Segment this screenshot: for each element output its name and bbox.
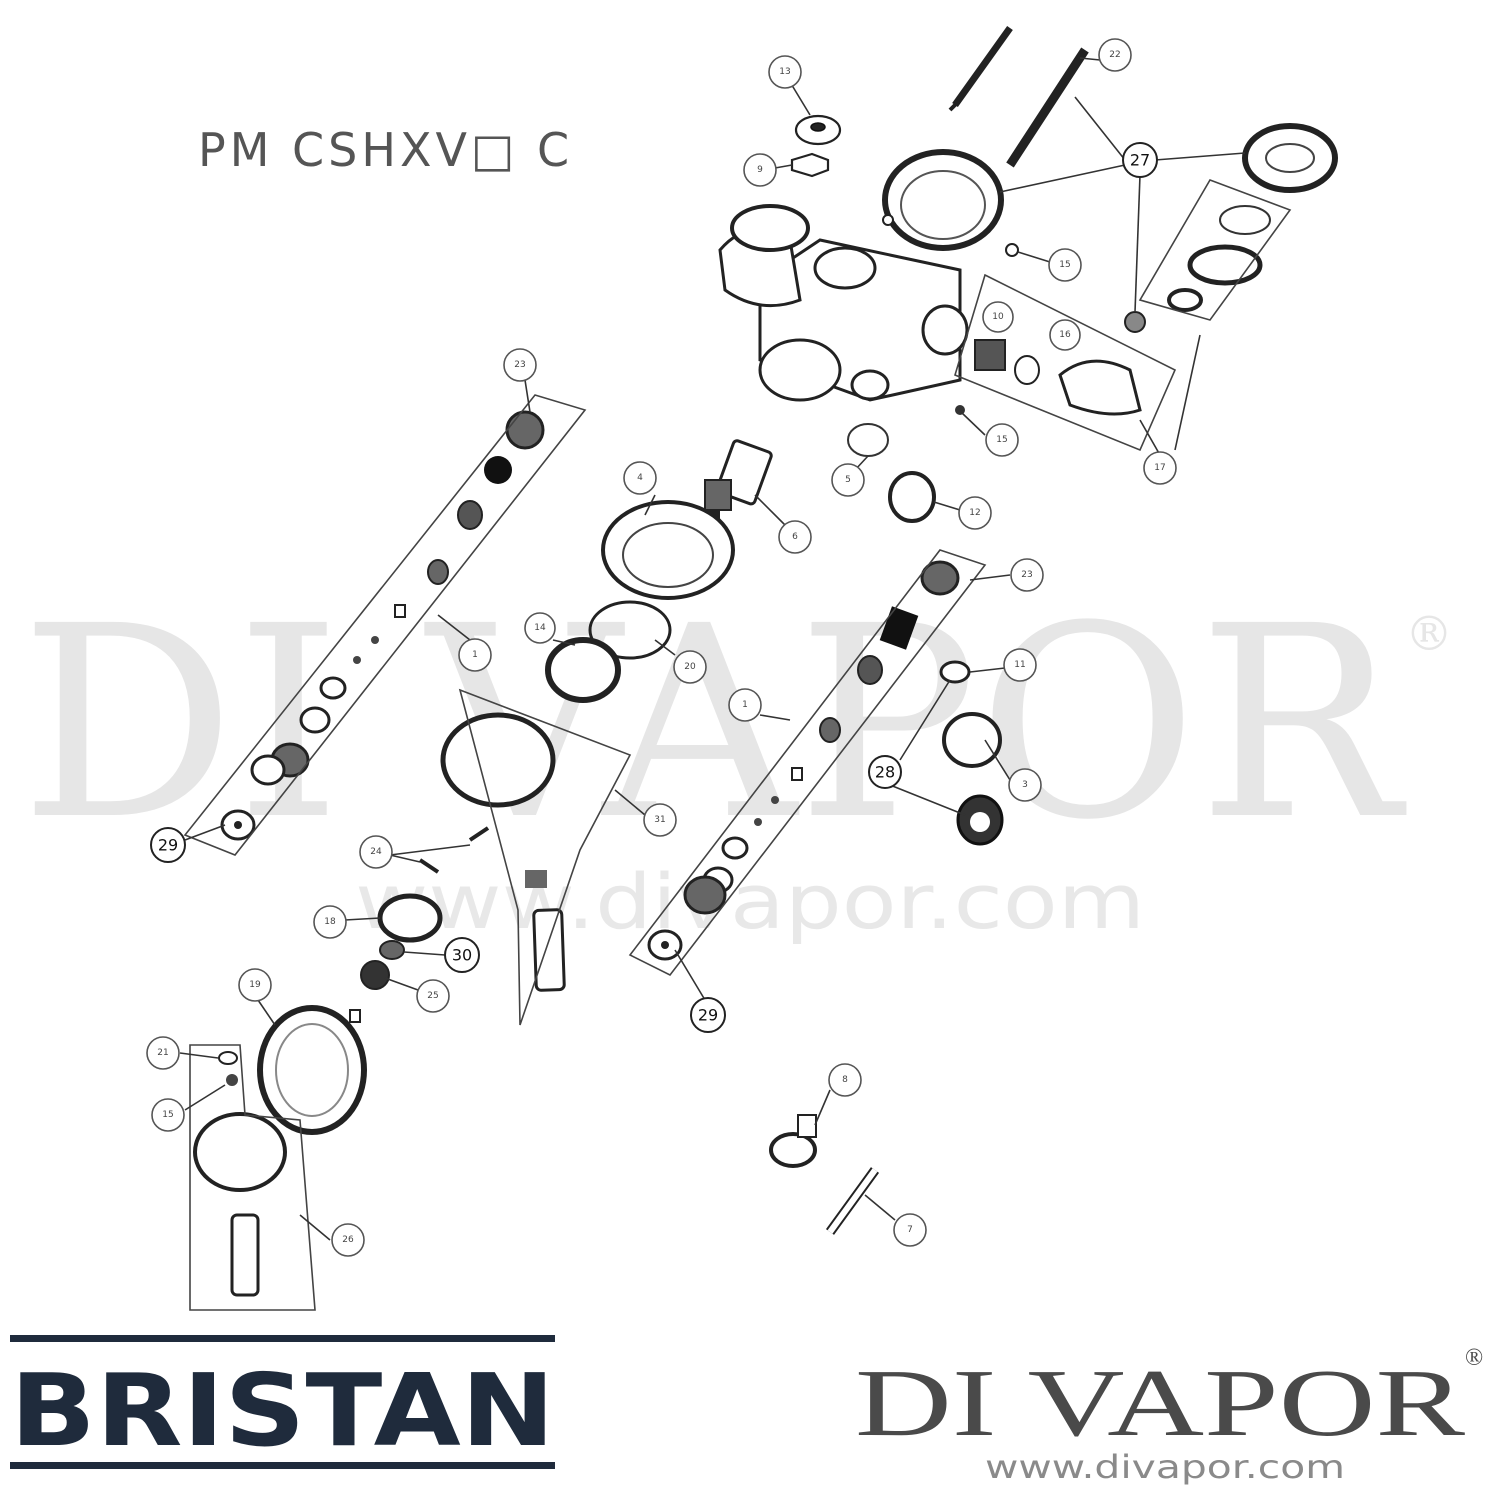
callout-25: 25: [416, 979, 450, 1013]
svg-text:23: 23: [1021, 570, 1032, 580]
group-boxes: [183, 179, 1292, 1311]
model-code: PM CSHXV□ C: [198, 123, 573, 177]
hex-nut-part-9: [790, 152, 830, 178]
callout-28: 28: [868, 755, 902, 789]
callout-21: 21: [146, 1036, 180, 1070]
svg-text:3: 3: [1022, 780, 1028, 790]
callout-5: 5: [831, 463, 865, 497]
spindle-part-22: [948, 25, 1089, 168]
svg-text:6: 6: [792, 532, 798, 542]
callout-19: 19: [238, 968, 272, 1002]
flange-ring-part-27: [882, 149, 1004, 251]
callout-30: 30: [444, 937, 480, 973]
callout-6: 6: [778, 520, 812, 554]
callout-29-right: 29: [690, 997, 726, 1033]
callout-9: 9: [743, 153, 777, 187]
svg-text:8: 8: [842, 1075, 848, 1085]
callout-15-mid: 15: [985, 423, 1019, 457]
callout-17: 17: [1143, 451, 1177, 485]
svg-text:27: 27: [1130, 151, 1150, 170]
callout-11: 11: [1003, 648, 1037, 682]
right-cartridge-assembly: [647, 560, 960, 961]
group-box-ring: [1138, 179, 1292, 321]
callout-15-top: 15: [1048, 248, 1082, 282]
callout-20: 20: [673, 650, 707, 684]
svg-text:15: 15: [996, 435, 1007, 445]
svg-text:21: 21: [157, 1048, 168, 1058]
svg-text:29: 29: [698, 1006, 718, 1025]
callout-27: 27: [1122, 142, 1158, 178]
svg-text:1: 1: [472, 650, 478, 660]
svg-text:5: 5: [845, 475, 851, 485]
bristan-wordmark: BRISTAN: [10, 1352, 555, 1469]
watermark-registered: ®: [1405, 606, 1453, 662]
callout-3: 3: [1008, 768, 1042, 802]
callout-22: 22: [1098, 38, 1132, 72]
group-box-lever: [458, 688, 632, 1026]
svg-text:15: 15: [1059, 260, 1070, 270]
callout-10: 10: [982, 301, 1014, 333]
left-cartridge-assembly: [220, 410, 545, 841]
callout-13: 13: [768, 55, 802, 89]
callout-23-right: 23: [1010, 558, 1044, 592]
divapor-wordmark: DI VAPOR: [855, 1349, 1465, 1456]
valve-body: [718, 204, 969, 402]
svg-text:20: 20: [684, 662, 696, 672]
svg-text:28: 28: [875, 763, 895, 782]
divapor-logo: DI VAPOR ® www.divapor.com: [855, 1345, 1483, 1486]
svg-text:22: 22: [1109, 50, 1120, 60]
svg-text:13: 13: [779, 67, 790, 77]
callout-14: 14: [524, 612, 556, 644]
svg-text:26: 26: [342, 1235, 354, 1245]
group-box-elbow: [954, 273, 1177, 452]
svg-text:12: 12: [969, 508, 980, 518]
callout-12: 12: [958, 496, 992, 530]
callout-18: 18: [313, 905, 347, 939]
svg-text:11: 11: [1014, 660, 1025, 670]
svg-text:7: 7: [907, 1225, 913, 1235]
svg-text:4: 4: [637, 473, 643, 483]
svg-text:10: 10: [992, 312, 1004, 322]
callout-4: 4: [623, 461, 657, 495]
group-box-right: [628, 549, 987, 977]
callout-29-left: 29: [150, 827, 186, 863]
callout-26: 26: [331, 1223, 365, 1257]
callout-31: 31: [643, 803, 677, 837]
svg-text:14: 14: [534, 623, 546, 633]
svg-text:23: 23: [514, 360, 525, 370]
svg-text:15: 15: [162, 1110, 173, 1120]
parts: [193, 25, 1338, 1297]
svg-text:31: 31: [654, 815, 665, 825]
divapor-url: www.divapor.com: [985, 1448, 1345, 1486]
svg-text:9: 9: [757, 165, 763, 175]
bristan-logo: BRISTAN: [10, 1335, 555, 1469]
callout-24: 24: [359, 835, 393, 869]
callout-16: 16: [1049, 319, 1081, 351]
callout-8: 8: [828, 1063, 862, 1097]
callout-23-left: 23: [503, 348, 537, 382]
divapor-registered: ®: [1465, 1345, 1483, 1371]
group-box-left: [183, 394, 587, 856]
callout-1-right: 1: [728, 688, 762, 722]
svg-text:25: 25: [427, 991, 438, 1001]
svg-text:1: 1: [742, 700, 748, 710]
elbow-assembly: [974, 339, 1142, 416]
group-box-handle: [189, 1044, 316, 1311]
svg-text:16: 16: [1059, 330, 1071, 340]
callout-15-bottom: 15: [151, 1098, 185, 1132]
callouts: 22 13 9 27 15 10 16 15 17 23 4 6 5 12 23…: [146, 38, 1177, 1257]
svg-text:17: 17: [1154, 463, 1165, 473]
cartridge-part-6: [704, 439, 773, 526]
svg-text:30: 30: [452, 946, 472, 965]
callout-1-left: 1: [458, 638, 492, 672]
svg-text:18: 18: [324, 917, 336, 927]
svg-text:29: 29: [158, 836, 178, 855]
svg-text:19: 19: [249, 980, 261, 990]
callout-7: 7: [893, 1213, 927, 1247]
svg-text:24: 24: [370, 847, 382, 857]
leader-lines: [179, 57, 1246, 1241]
